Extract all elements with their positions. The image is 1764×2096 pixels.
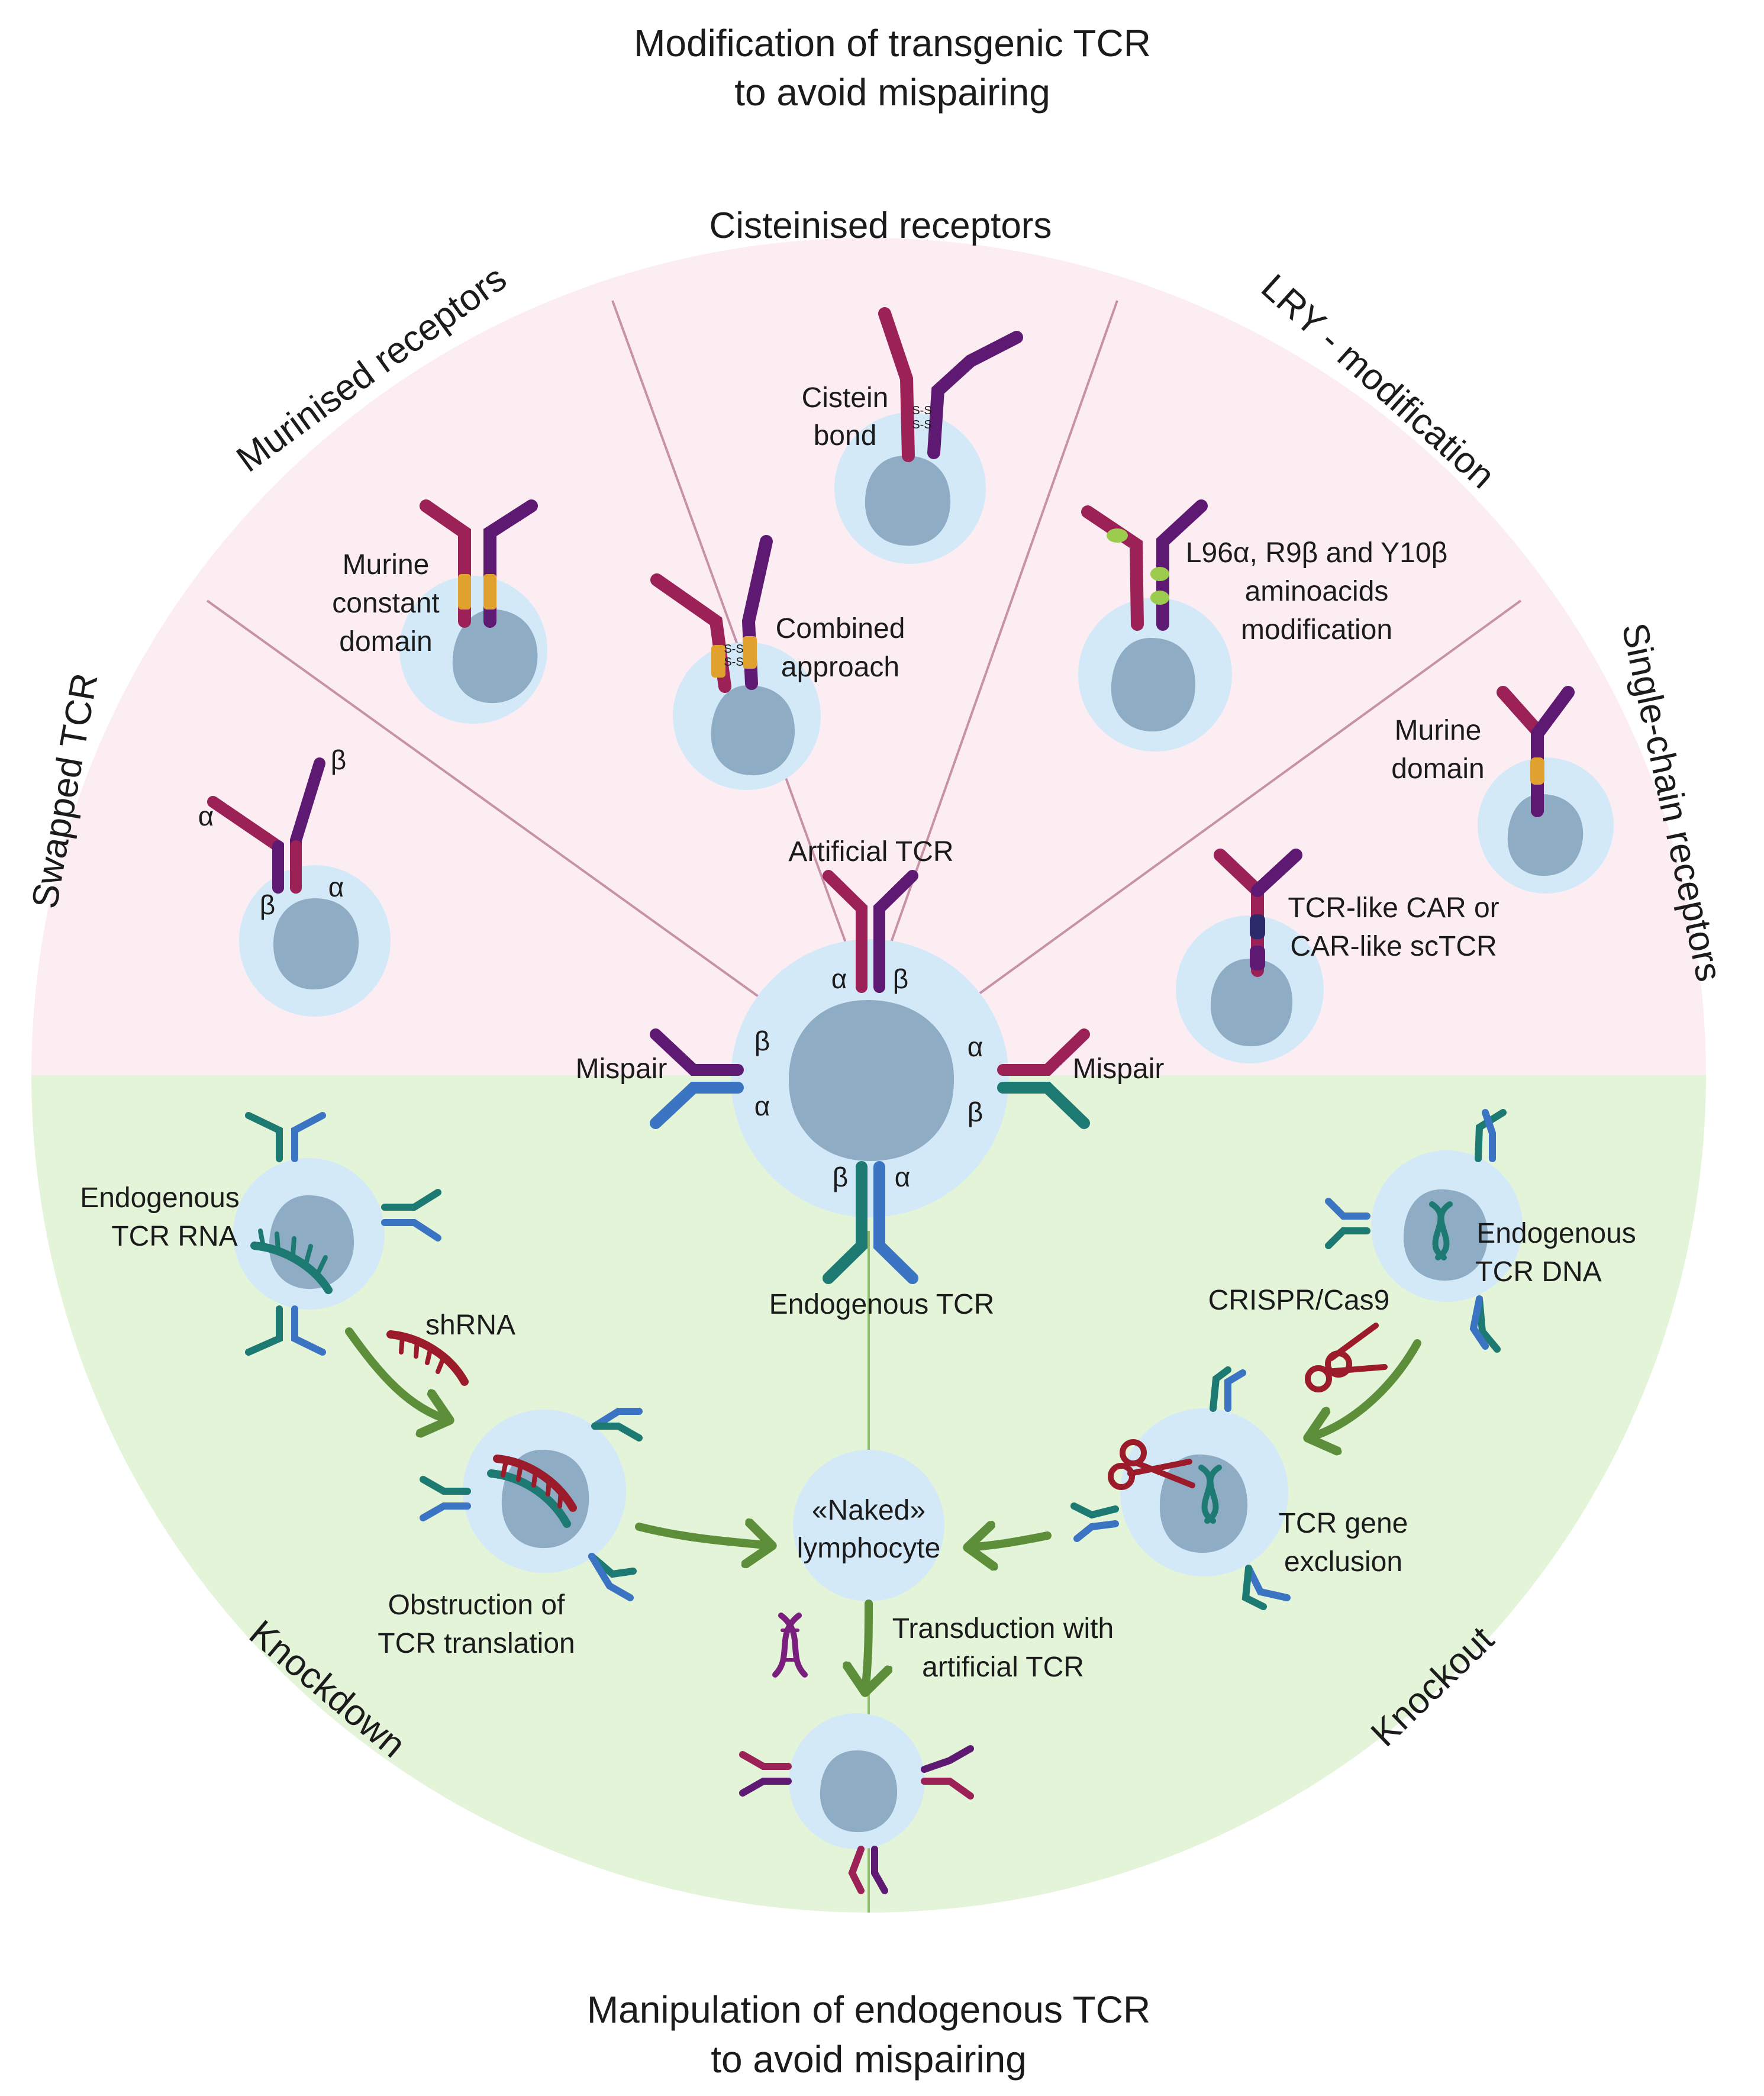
murine-domain-line2: domain	[1391, 753, 1484, 785]
central-lymphocyte: Artificial TCR α β Mispair β α Mispair α…	[576, 836, 1165, 1320]
endogenous-tcr-label: Endogenous TCR	[769, 1289, 995, 1320]
tcr-like-car-cell	[1176, 849, 1324, 1063]
right-mispair-beta: β	[968, 1097, 983, 1127]
swapped-beta-top: β	[331, 744, 346, 775]
left-mispair-alpha: α	[754, 1091, 770, 1121]
cistein-bond-line1: Cistein	[802, 382, 889, 414]
murine-constant-line1: Murine	[343, 549, 430, 581]
obstruction-cell	[420, 1408, 643, 1601]
swapped-beta-bottom: β	[260, 889, 275, 920]
left-mispair-receptor	[650, 1028, 744, 1129]
obstruction-line2: TCR translation	[378, 1628, 575, 1659]
bottom-title-line1: Manipulation of endogenous TCR	[587, 1988, 1150, 2031]
lry-modification-cell	[1078, 499, 1232, 752]
arrow-obstruction-to-naked	[635, 1527, 772, 1546]
tcr-like-car-line1: TCR-like CAR or	[1288, 892, 1499, 924]
artificial-tcr-label: Artificial TCR	[788, 836, 953, 868]
transduction-line2: artificial TCR	[922, 1652, 1084, 1683]
lry-desc-line1: L96α, R9β and Y10β	[1186, 537, 1447, 569]
endogenous-rna-line1: Endogenous	[80, 1182, 240, 1214]
combined-approach-line2: approach	[781, 652, 899, 683]
right-mispair-alpha: α	[968, 1031, 983, 1062]
gene-exclusion-line2: exclusion	[1284, 1546, 1402, 1578]
arrow-rna-to-obstruction	[345, 1327, 450, 1420]
cistein-bond-line2: bond	[814, 420, 877, 452]
naked-line2: lymphocyte	[797, 1533, 941, 1564]
endogenous-rna-line2: TCR RNA	[111, 1221, 237, 1252]
combined-approach-cell: S-S S-S	[650, 535, 821, 790]
artificial-alpha-label: α	[831, 963, 847, 994]
naked-lymphocyte-cell	[793, 1450, 944, 1601]
murinised-cell	[399, 499, 547, 724]
single-chain-murine-cell	[1478, 686, 1614, 894]
murine-constant-line3: domain	[339, 626, 432, 657]
combined-disulfide-1: S-S	[724, 643, 743, 656]
swapped-alpha-bottom: α	[328, 872, 344, 902]
swapped-tcr-cell: α β β α	[198, 744, 391, 1017]
artificial-tcr-receptor	[823, 870, 918, 993]
section-title-cisteinised: Cisteinised receptors	[710, 205, 1052, 246]
bottom-title-line2: to avoid mispairing	[711, 2038, 1027, 2081]
arrow-exclusion-to-naked	[968, 1536, 1052, 1547]
endogenous-dna-line1: Endogenous	[1476, 1218, 1636, 1249]
arrow-naked-to-transduced	[865, 1600, 869, 1692]
top-title-line2: to avoid mispairing	[734, 71, 1050, 114]
artificial-beta-label: β	[893, 963, 908, 994]
endogenous-beta-label: β	[833, 1162, 848, 1192]
transduction-line1: Transduction with	[892, 1613, 1114, 1644]
endogenous-rna-cell	[233, 1112, 441, 1356]
endogenous-alpha-label: α	[895, 1162, 911, 1192]
gene-exclusion-cell	[1070, 1366, 1291, 1610]
endogenous-tcr-receptor	[823, 1161, 918, 1284]
dna-icon-transduction	[772, 1613, 808, 1678]
right-mispair-label: Mispair	[1073, 1053, 1165, 1085]
endogenous-dna-line2: TCR DNA	[1475, 1256, 1601, 1288]
shrna-icon	[386, 1330, 469, 1386]
cistein-disulfide-2: S-S	[912, 418, 931, 431]
gene-exclusion-line1: TCR gene	[1279, 1508, 1408, 1539]
scissors-icon-exclusion	[1108, 1439, 1195, 1490]
obstruction-line1: Obstruction of	[388, 1589, 565, 1621]
naked-line1: «Naked»	[812, 1495, 925, 1526]
lry-desc-line3: modification	[1241, 614, 1392, 646]
combined-approach-line1: Combined	[776, 613, 905, 644]
left-mispair-beta: β	[754, 1026, 770, 1056]
right-mispair-receptor	[997, 1028, 1090, 1129]
murine-domain-line1: Murine	[1395, 715, 1482, 746]
murine-constant-line2: constant	[332, 588, 439, 619]
scissors-icon-crispr	[1305, 1323, 1388, 1392]
final-transduced-cell	[739, 1713, 974, 1894]
central-nucleus	[789, 999, 954, 1161]
process-arrows	[345, 1327, 1421, 1692]
endogenous-dna-cell	[1325, 1109, 1523, 1353]
combined-disulfide-2: S-S	[724, 656, 743, 669]
top-title-line1: Modification of transgenic TCR	[634, 22, 1151, 65]
arrow-dna-to-exclusion	[1308, 1339, 1421, 1438]
cistein-disulfide-1: S-S	[912, 404, 931, 417]
cistein-bond-cell: S-S S-S	[834, 307, 1023, 564]
crispr-label: CRISPR/Cas9	[1208, 1285, 1390, 1316]
swapped-alpha-top: α	[198, 801, 214, 831]
lry-desc-line2: aminoacids	[1245, 576, 1389, 607]
shrna-label: shRNA	[425, 1310, 515, 1341]
left-mispair-label: Mispair	[576, 1053, 667, 1085]
tcr-like-car-line2: CAR-like scTCR	[1290, 931, 1497, 962]
